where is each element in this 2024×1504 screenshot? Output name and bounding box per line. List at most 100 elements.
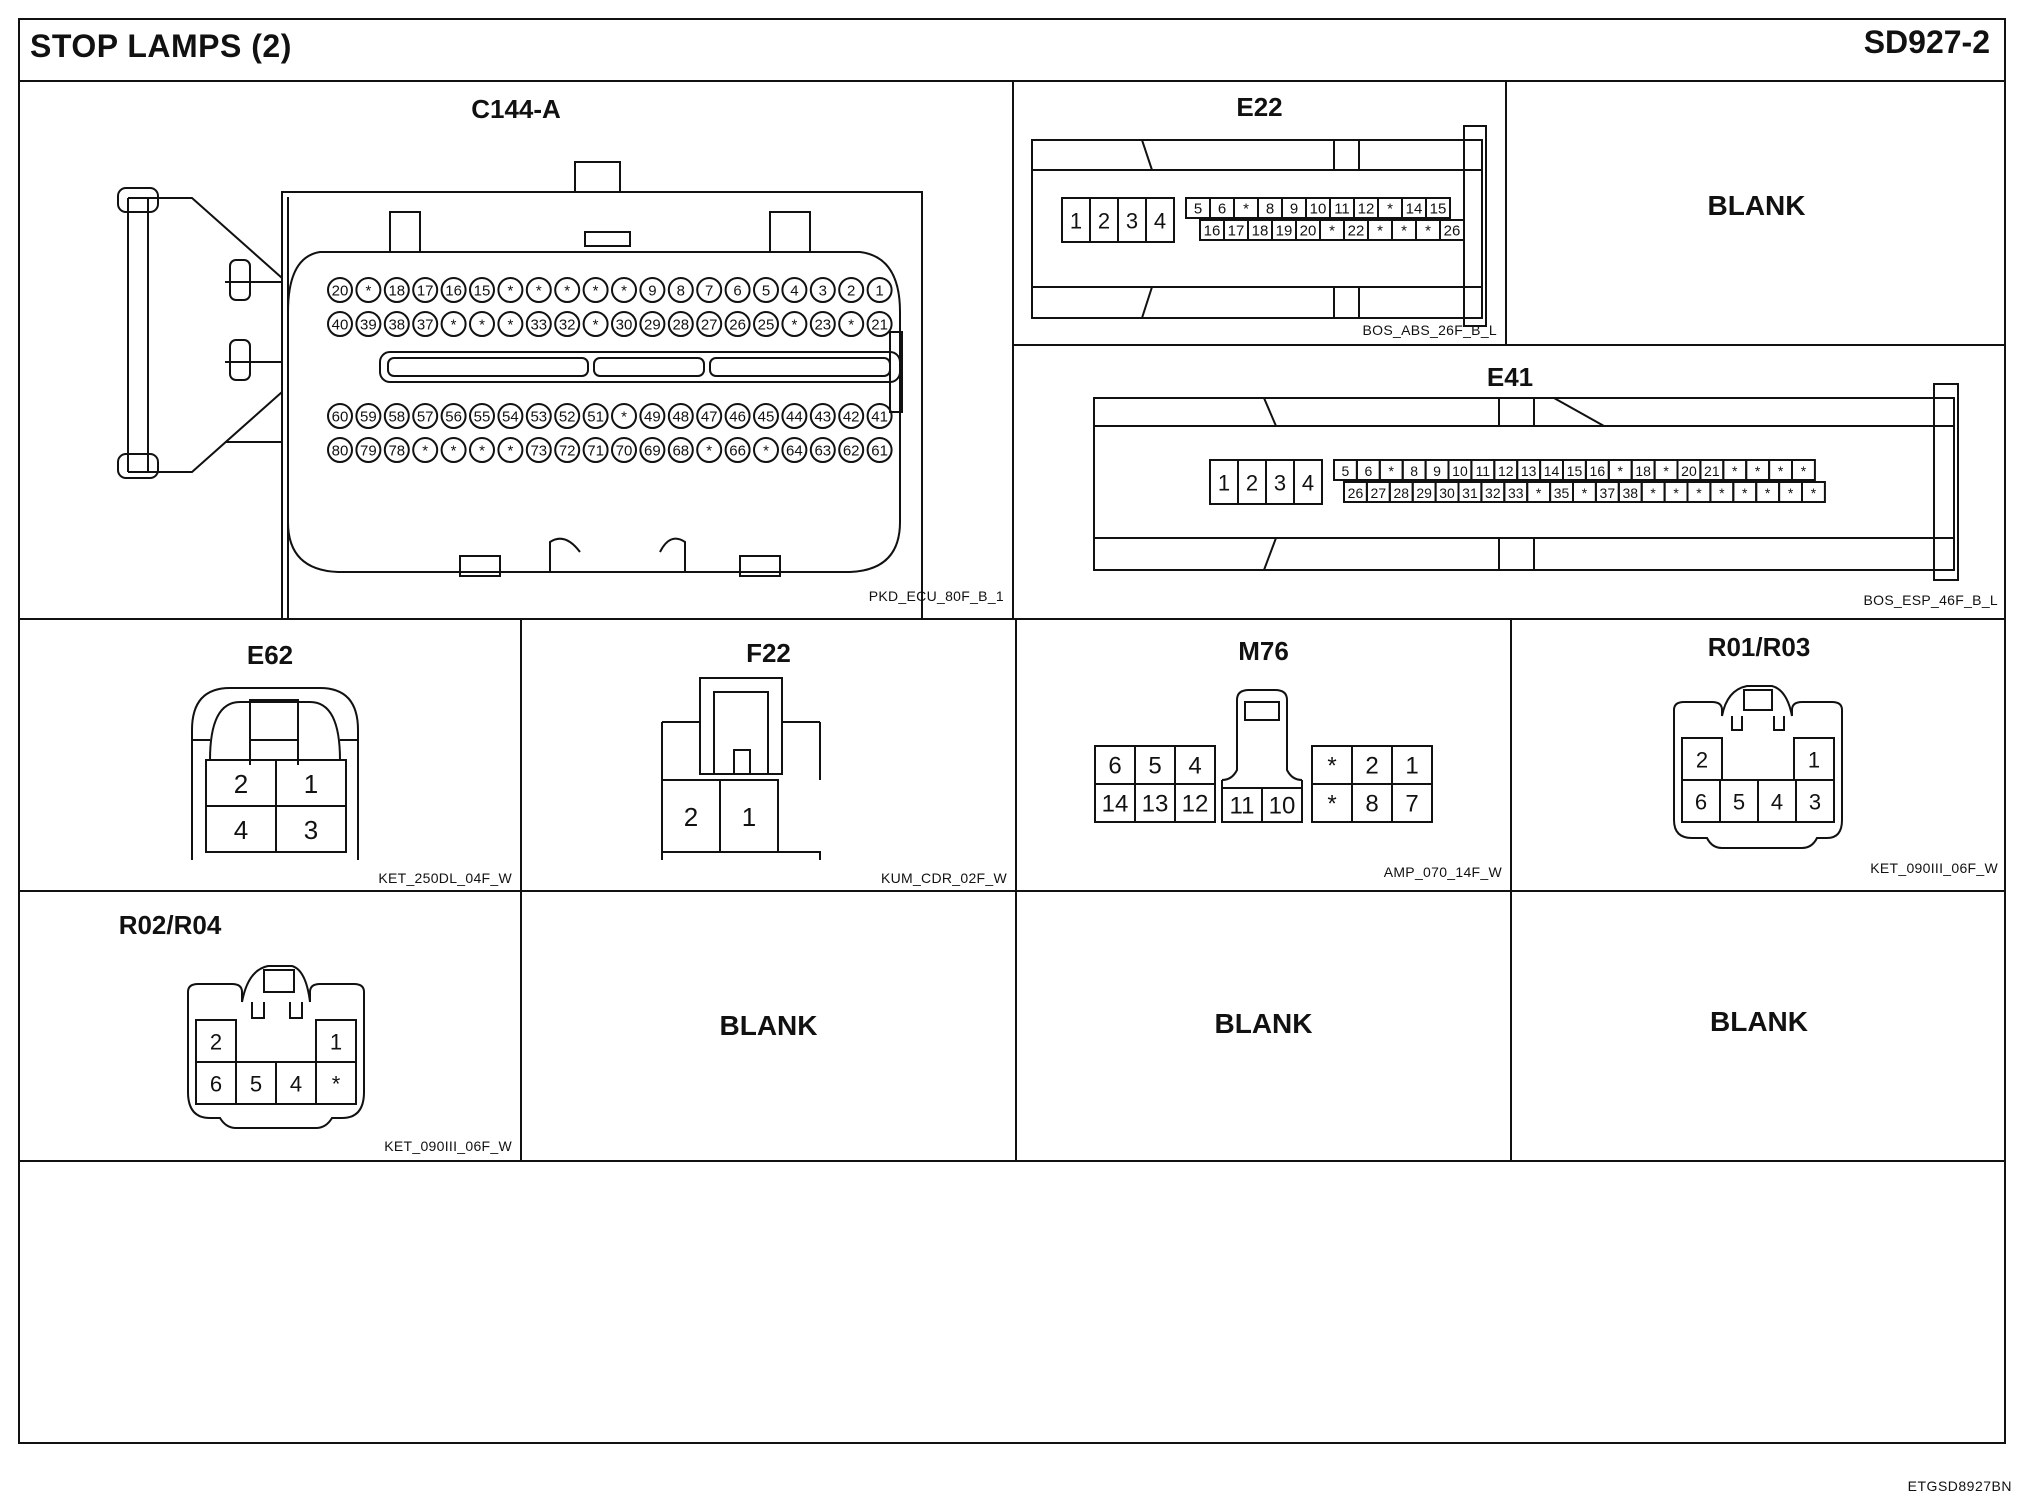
pin-number: 32 — [559, 317, 576, 334]
pin-circle — [639, 437, 666, 463]
pin-circle — [582, 403, 609, 429]
pin-number: 2 — [847, 283, 855, 300]
blank-cell: BLANK — [522, 892, 1015, 1160]
pin-number: * — [1387, 201, 1393, 218]
pin-number: 26 — [1444, 223, 1461, 240]
pin-number: 18 — [1635, 463, 1651, 479]
pin-number: * — [1719, 485, 1725, 501]
pin-circle — [469, 437, 495, 463]
reference-code: ETGSD8927BN — [1907, 1478, 2012, 1494]
pin-number: 27 — [701, 317, 718, 334]
pin-circle — [809, 311, 836, 337]
pin-number: 47 — [701, 409, 718, 426]
pin-number: * — [1425, 223, 1431, 240]
pin-number: * — [451, 443, 457, 460]
pin-circle — [753, 403, 779, 429]
pin-cavity — [1145, 197, 1175, 243]
pin-number: 73 — [530, 443, 547, 460]
pin-number: * — [564, 283, 570, 300]
pin-number: 15 — [1430, 201, 1447, 218]
pin-circle — [753, 437, 779, 463]
pin-circle — [696, 311, 723, 337]
pin-number: 54 — [502, 409, 519, 426]
pin-cavity — [1391, 783, 1433, 823]
pin-number: * — [1401, 223, 1407, 240]
pin-number: 25 — [758, 317, 775, 334]
pin-circle — [355, 311, 382, 337]
pin-number: 70 — [616, 443, 633, 460]
pin-number: 16 — [445, 283, 462, 300]
pin-circle — [724, 437, 751, 463]
pin-number: * — [1811, 485, 1817, 501]
pin-circle — [582, 437, 609, 463]
pin-circle — [525, 311, 552, 337]
pin-number: 3 — [304, 815, 318, 845]
pin-number: * — [1765, 485, 1771, 501]
connector-r01r03-part: KET_090III_06F_W — [1870, 860, 1998, 876]
pin-circle — [469, 311, 495, 337]
pin-number: 8 — [677, 283, 685, 300]
connector-e62-title: E62 — [246, 640, 294, 670]
pin-number: 3 — [1274, 471, 1286, 496]
pin-number: 12 — [1358, 201, 1375, 218]
pin-cavity — [1261, 787, 1303, 823]
pin-number: * — [763, 443, 769, 460]
pin-number: 58 — [388, 409, 405, 426]
pin-circle — [525, 403, 552, 429]
pin-number: 6 — [1364, 463, 1372, 479]
pin-number: 18 — [388, 283, 405, 300]
pin-number: 4 — [290, 1072, 302, 1097]
pin-number: 48 — [672, 409, 689, 426]
pin-number: 42 — [843, 409, 860, 426]
pin-circle — [753, 277, 779, 303]
pin-circle — [639, 403, 666, 429]
pin-circle — [327, 311, 353, 337]
connector-c144a-cell: C144-A — [20, 82, 1012, 618]
pin-number: * — [479, 317, 485, 334]
pin-number: 2 — [234, 769, 248, 799]
pin-number: 23 — [814, 317, 831, 334]
pin-circle — [611, 277, 637, 303]
pin-number: 7 — [1405, 791, 1418, 818]
pin-number: 69 — [644, 443, 661, 460]
pin-number: 4 — [1302, 471, 1314, 496]
pin-number: 22 — [1348, 223, 1365, 240]
pin-number: * — [479, 443, 485, 460]
pin-circle — [838, 277, 865, 303]
pin-number: 61 — [871, 443, 888, 460]
pin-number: * — [1696, 485, 1702, 501]
pin-number: 37 — [417, 317, 434, 334]
pin-number: 38 — [1622, 485, 1638, 501]
pin-number: * — [593, 283, 599, 300]
pin-number: * — [593, 317, 599, 334]
divider — [18, 890, 2006, 892]
pin-number: 12 — [1182, 791, 1209, 818]
pin-cavity — [315, 1061, 357, 1105]
pin-circle — [667, 311, 694, 337]
pin-number: 27 — [1371, 485, 1387, 501]
pin-number: 78 — [388, 443, 405, 460]
pin-number: * — [621, 283, 627, 300]
pin-number: * — [536, 283, 542, 300]
pin-number: 20 — [1681, 463, 1697, 479]
pin-circle — [582, 311, 609, 337]
divider — [18, 1160, 2006, 1162]
pin-number: 71 — [587, 443, 604, 460]
pin-circle — [781, 437, 808, 463]
pin-circle — [838, 311, 865, 337]
pin-number: * — [1673, 485, 1679, 501]
pin-number: * — [621, 409, 627, 426]
pin-circle — [866, 311, 893, 337]
pin-number: 21 — [1704, 463, 1720, 479]
pin-number: 1 — [1808, 748, 1820, 773]
pin-number: * — [1650, 485, 1656, 501]
connector-f22-title: F22 — [746, 638, 791, 668]
pin-circle — [809, 403, 836, 429]
divider — [1505, 80, 1507, 345]
pin-circle — [866, 277, 893, 303]
pin-number: 11 — [1334, 201, 1350, 218]
pin-cavity — [719, 779, 779, 853]
pin-number: 33 — [530, 317, 547, 334]
